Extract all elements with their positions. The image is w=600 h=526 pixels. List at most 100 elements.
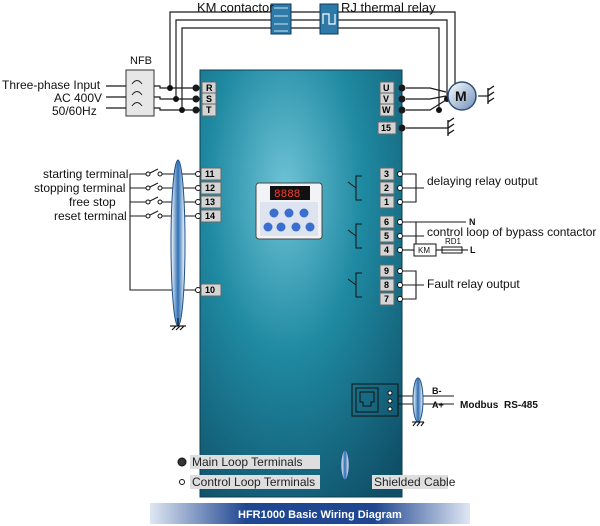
top-bus-wires	[169, 11, 456, 110]
relay-terminal-block: 3 2 1 6 5 4 9	[379, 167, 403, 306]
terminal-15: 15	[377, 121, 406, 135]
terminal-v-label: V	[383, 94, 389, 104]
input-terminal-block: R S T	[192, 81, 217, 117]
terminal-13: 13	[195, 195, 222, 209]
terminal-15-ground-icon	[447, 117, 455, 136]
control-wires	[129, 168, 198, 291]
terminal-9: 9	[379, 264, 403, 278]
led-digits: 8888	[274, 189, 300, 201]
terminal-10: 10	[195, 283, 222, 297]
legend-main-loop: Main Loop Terminals	[192, 455, 303, 469]
terminal-12-label: 12	[205, 183, 215, 193]
delaying-relay-output-label: delaying relay output	[427, 174, 538, 188]
b-minus-label: B-	[432, 386, 442, 396]
rs485-label: RS-485	[504, 400, 538, 411]
relay-wires	[403, 173, 468, 300]
title-bar	[150, 503, 470, 524]
rs485-shield	[412, 377, 424, 423]
motor-label: M	[455, 88, 467, 104]
terminal-u: U	[379, 81, 406, 95]
n-label: N	[469, 217, 476, 227]
km-coil: KM	[413, 243, 437, 257]
keypad-key[interactable]	[276, 222, 286, 232]
relay-contact-symbols	[347, 175, 362, 298]
terminal-4: 4	[379, 243, 403, 257]
terminal-7: 7	[379, 292, 403, 306]
control-shield	[170, 159, 186, 327]
keypad-key[interactable]	[299, 208, 309, 218]
input-dots	[167, 85, 185, 113]
terminal-t: T	[192, 103, 217, 117]
main-loop-terminal-icon	[177, 457, 187, 467]
fuse-rd1-label: RD1	[445, 237, 462, 246]
keypad-key[interactable]	[291, 222, 301, 232]
frequency-label: 50/60Hz	[52, 104, 97, 118]
nfb-breaker	[125, 69, 155, 117]
control-shield-ground-icon	[170, 318, 186, 331]
rj-thermal-relay	[319, 3, 339, 35]
reset-terminal-label: reset terminal	[54, 209, 127, 223]
bypass-control-loop-label: control loop of bypass contactor	[427, 225, 596, 239]
terminal-3-label: 3	[384, 169, 389, 179]
nfb-label: NFB	[130, 55, 152, 67]
terminal-15-label: 15	[381, 123, 391, 133]
three-phase-input-label: Three-phase Input	[2, 78, 101, 92]
keypad-key[interactable]	[269, 208, 279, 218]
terminal-12: 12	[195, 181, 222, 195]
terminal-6-label: 6	[384, 217, 389, 227]
terminal-14-label: 14	[205, 211, 215, 221]
terminal-8: 8	[379, 278, 403, 292]
ac-voltage-label: AC 400V	[54, 91, 102, 105]
motor: M	[447, 81, 477, 111]
terminal-9-label: 9	[384, 266, 389, 276]
control-terminal-block: 11 12 13 14 10	[195, 167, 222, 297]
keypad-key[interactable]	[284, 208, 294, 218]
keypad-panel: 8888	[255, 182, 323, 240]
diagram-title: HFR1000 Basic Wiring Diagram	[238, 509, 402, 521]
legend: Main Loop Terminals Control Loop Termina…	[177, 449, 456, 489]
output-wires	[406, 87, 488, 129]
fuse-rd1: RD1	[441, 237, 463, 254]
terminal-w-label: W	[382, 105, 391, 115]
drive-panel	[199, 69, 403, 498]
motor-ground-icon	[487, 85, 495, 104]
control-loop-terminal-icon	[179, 479, 185, 485]
starting-terminal-label: starting terminal	[43, 167, 128, 181]
rs485-port	[351, 383, 399, 417]
rs485-ground-icon	[412, 421, 425, 427]
free-stop-label: free stop	[69, 195, 116, 209]
terminal-5: 5	[379, 229, 403, 243]
terminal-13-label: 13	[205, 197, 215, 207]
terminal-r: R	[192, 81, 217, 95]
rj-thermal-relay-label: RJ thermal relay	[341, 0, 436, 15]
l-label: L	[470, 245, 476, 255]
rs485-wires	[398, 395, 454, 405]
control-switch-contacts	[145, 171, 163, 219]
led-display	[270, 186, 310, 200]
terminal-4-label: 4	[384, 245, 389, 255]
legend-shielded-cable: Shielded Cable	[374, 475, 456, 489]
terminal-11-label: 11	[205, 169, 215, 179]
terminal-8-label: 8	[384, 280, 389, 290]
terminal-s-label: S	[206, 94, 212, 104]
terminal-14: 14	[195, 209, 222, 223]
terminal-1: 1	[379, 195, 403, 209]
modbus-label: Modbus	[460, 400, 499, 411]
terminal-10-label: 10	[205, 285, 215, 295]
terminal-s: S	[192, 92, 217, 106]
shielded-cable-icon	[340, 449, 350, 481]
keypad-key[interactable]	[263, 222, 273, 232]
km-coil-label: KM	[418, 246, 430, 255]
terminal-3: 3	[379, 167, 403, 181]
keypad-key[interactable]	[305, 222, 315, 232]
km-contactor-label: KM contactor	[197, 0, 274, 15]
terminal-11: 11	[195, 167, 222, 181]
terminal-1-label: 1	[384, 197, 389, 207]
terminal-u-label: U	[383, 83, 390, 93]
fault-relay-output-label: Fault relay output	[427, 277, 520, 291]
terminal-r-label: R	[206, 83, 213, 93]
stopping-terminal-label: stopping terminal	[34, 181, 125, 195]
terminal-5-label: 5	[384, 231, 389, 241]
terminal-v: V	[379, 92, 406, 106]
